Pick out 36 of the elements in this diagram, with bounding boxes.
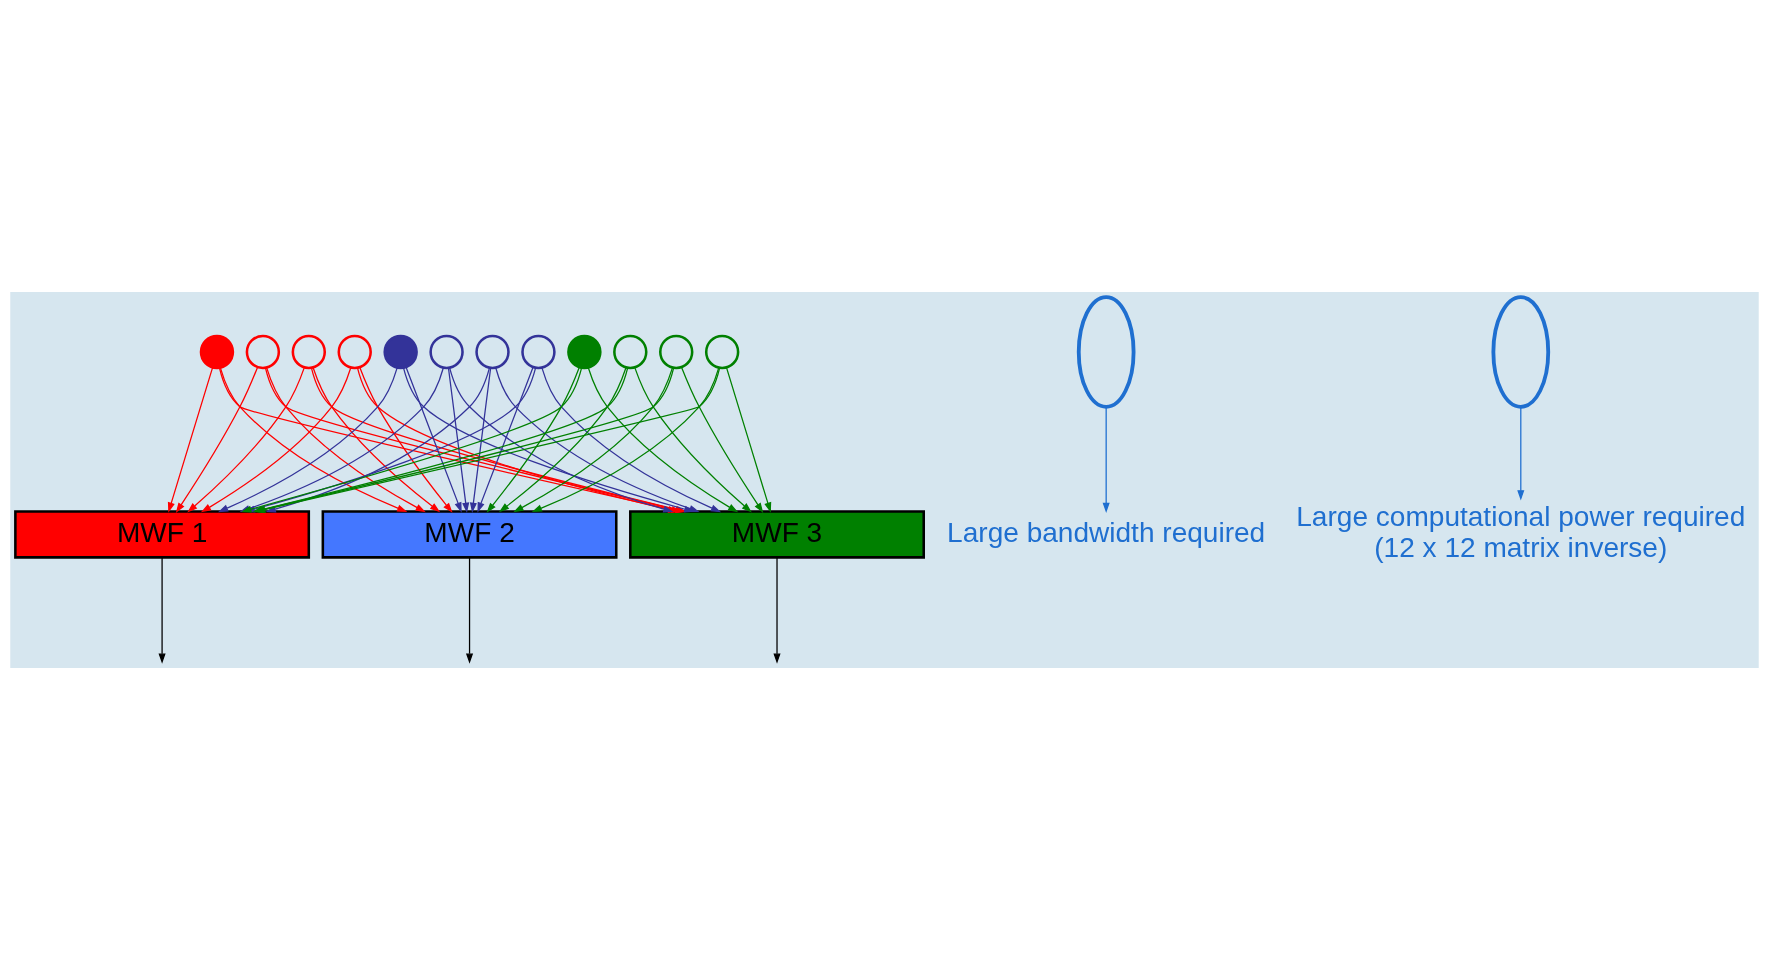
- node-circle: [199, 334, 234, 369]
- node-circle: [566, 334, 602, 369]
- node-circle: [658, 334, 693, 369]
- arrow: [498, 366, 627, 512]
- arrow: [512, 366, 673, 512]
- node-box: MWF 3: [628, 509, 925, 559]
- arrow: [404, 366, 462, 513]
- arrow: [772, 556, 781, 664]
- node-text: Large computational power required (12 x 12 matrix inverse): [1295, 500, 1745, 563]
- arrow: [158, 556, 166, 664]
- arrow: [448, 366, 673, 513]
- node-ellipse: [1076, 294, 1135, 409]
- node-box: MWF 2: [321, 509, 618, 559]
- node-circle: [291, 334, 326, 369]
- arrow: [725, 366, 771, 513]
- arrow: [312, 366, 440, 512]
- node-circle: [612, 334, 648, 369]
- node-text: Large bandwidth required: [946, 516, 1265, 548]
- node-circle: [520, 334, 556, 369]
- node-circle: [382, 334, 418, 369]
- node-circle: [704, 334, 739, 369]
- arrow: [469, 366, 491, 513]
- node-circle: [245, 334, 280, 369]
- arrow: [465, 556, 473, 664]
- node-circle: [337, 334, 372, 369]
- node-box: MWF 1: [13, 509, 310, 559]
- node-circle: [474, 334, 510, 369]
- node-circle: [428, 334, 464, 369]
- arrow: [476, 366, 534, 513]
- arrow: [358, 366, 453, 513]
- arrow: [167, 366, 213, 513]
- node-ellipse: [1490, 294, 1550, 409]
- arrow: [1516, 406, 1524, 500]
- arrow: [486, 366, 580, 513]
- arrow: [1102, 406, 1110, 513]
- arrow: [447, 366, 469, 513]
